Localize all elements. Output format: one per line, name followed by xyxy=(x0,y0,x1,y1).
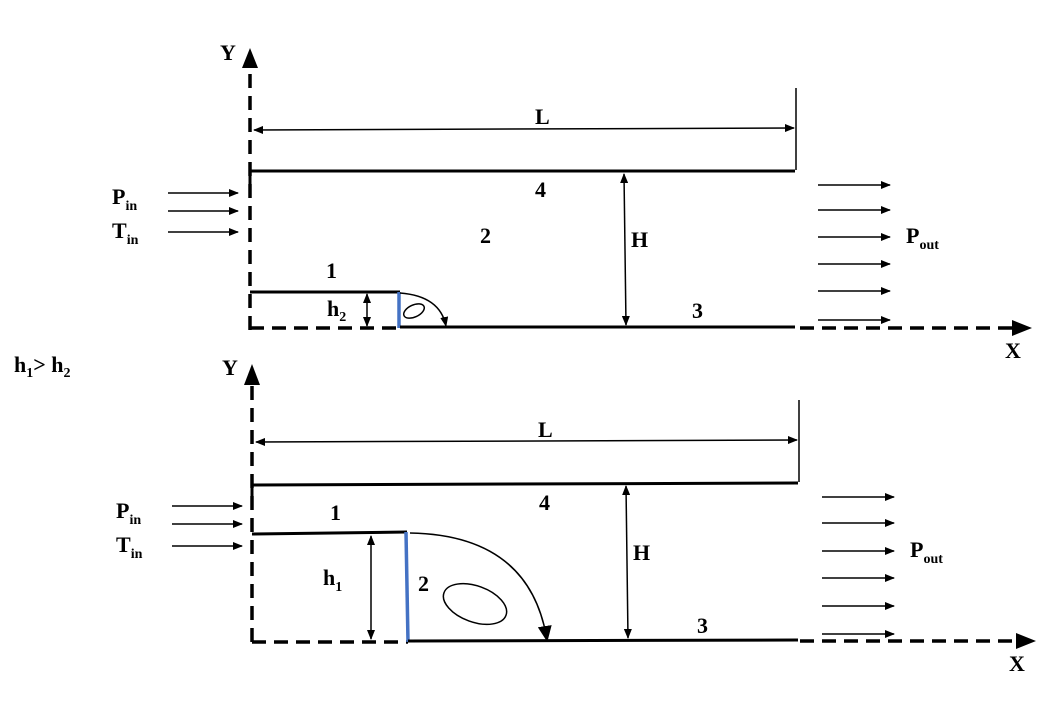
top-length-dimension xyxy=(253,124,795,134)
top-y-axis-arrow-icon xyxy=(242,48,258,68)
top-x-axis-label: X xyxy=(1005,338,1021,363)
bottom-step-face xyxy=(404,531,410,643)
relation-label: h1> h2 xyxy=(14,352,71,381)
bottom-length-dimension xyxy=(255,436,798,446)
bottom-y-axis-arrow-icon xyxy=(244,364,260,385)
top-height-dimension xyxy=(620,173,630,326)
bottom-region-1-label: 1 xyxy=(330,500,341,525)
top-inlet-temperature-label: Tin xyxy=(112,218,139,248)
top-inlet-pressure-label: Pin xyxy=(112,184,137,214)
bottom-height-label: H xyxy=(633,540,650,565)
top-length-label: L xyxy=(535,104,550,129)
bottom-step-height-label: h1 xyxy=(323,565,342,595)
bottom-region-3-label: 3 xyxy=(697,613,708,638)
bottom-outlet-pressure-label: Pout xyxy=(910,537,943,567)
bottom-step-surface xyxy=(251,530,408,536)
top-region-1-label: 1 xyxy=(326,258,337,283)
bottom-inlet-pressure-label: Pin xyxy=(116,498,141,528)
top-region-2-label: 2 xyxy=(480,223,491,248)
top-region-4-label: 4 xyxy=(535,177,546,202)
bottom-lower-wall xyxy=(407,638,799,643)
bottom-inlet-temperature-label: Tin xyxy=(116,532,143,562)
top-diagram: Y X L h2 H 1 2 3 4 xyxy=(112,40,1032,363)
top-x-axis-arrow-icon xyxy=(1012,320,1032,336)
bottom-reattachment-arrow xyxy=(409,532,552,642)
top-reattachment-arrow xyxy=(399,292,449,327)
bottom-recirculation-vortex xyxy=(442,582,508,626)
bottom-x-axis-label: X xyxy=(1009,651,1025,676)
bottom-height-dimension xyxy=(622,485,632,639)
top-step-height-label: h2 xyxy=(327,296,346,325)
bottom-diagram: Y X L h1 H 1 2 3 4 xyxy=(116,355,1036,676)
top-recirculation-vortex xyxy=(402,303,426,319)
top-height-label: H xyxy=(631,227,648,252)
bottom-x-axis-arrow-icon xyxy=(1016,633,1036,649)
top-y-axis-label: Y xyxy=(220,40,236,65)
top-region-3-label: 3 xyxy=(692,298,703,323)
bottom-y-axis-label: Y xyxy=(222,355,238,380)
bottom-region-4-label: 4 xyxy=(539,490,550,515)
bottom-upper-wall xyxy=(251,481,799,487)
top-outlet-pressure-label: Pout xyxy=(906,223,939,253)
bottom-length-label: L xyxy=(538,417,553,442)
bottom-region-2-label: 2 xyxy=(418,571,429,596)
